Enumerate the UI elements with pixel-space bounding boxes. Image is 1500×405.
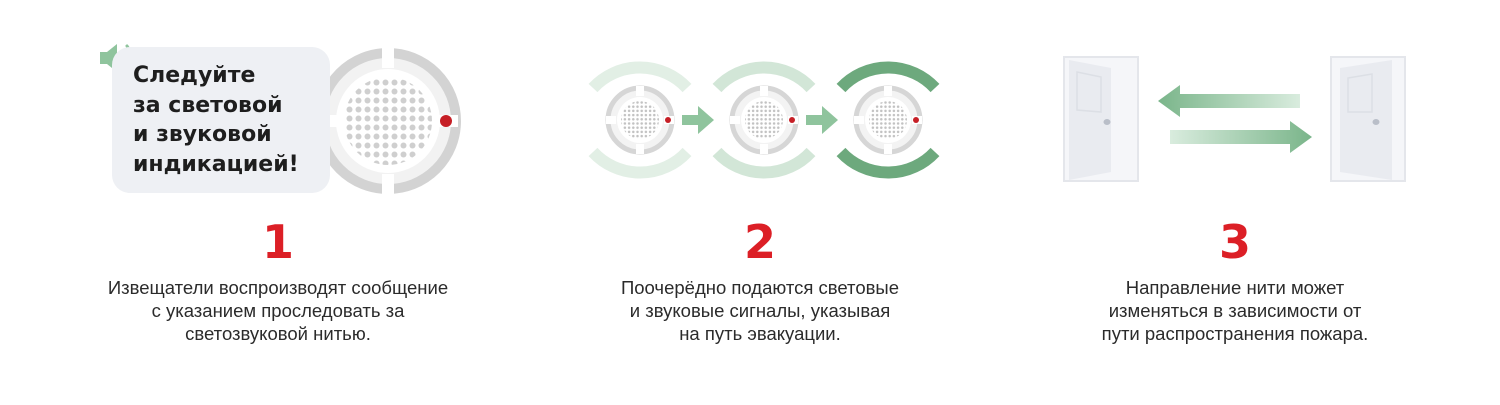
arrow-right-icon <box>806 106 838 134</box>
detector-icon <box>318 46 461 196</box>
detector-icon <box>712 61 816 179</box>
step-number: 1 <box>261 215 294 269</box>
detector-icon <box>588 61 692 179</box>
detector-icon <box>836 61 940 179</box>
step-number: 3 <box>1218 215 1251 269</box>
description-line: Извещатели воспроизводят сообщение <box>107 277 449 298</box>
door-icon <box>1330 56 1406 182</box>
description-line: Направление нити может <box>1125 277 1345 298</box>
speech-bubble <box>112 47 330 193</box>
description-line: пути распространения пожара. <box>1101 323 1369 344</box>
arrow-left-icon <box>1158 85 1300 117</box>
description-line: светозвуковой нитью. <box>185 323 371 344</box>
bubble-text: Следуйте за световой и звуковой индикаци… <box>133 61 333 179</box>
description-line: Поочерёдно подаются световые <box>620 277 900 298</box>
step-description: Извещатели воспроизводят сообщение с ука… <box>68 276 488 345</box>
arrow-right-icon <box>1170 121 1312 153</box>
step-description: Направление нити может изменяться в зави… <box>1025 276 1445 345</box>
bubble-line: индикацией! <box>133 151 299 177</box>
description-line: изменяться в зависимости от <box>1108 300 1362 321</box>
bubble-line: за световой <box>133 92 283 118</box>
step-description: Поочерёдно подаются световые и звуковые … <box>550 276 970 345</box>
description-line: и звуковые сигналы, указывая <box>629 300 891 321</box>
door-icon <box>1063 56 1139 182</box>
description-line: на путь эвакуации. <box>679 323 841 344</box>
step-number: 2 <box>743 215 776 269</box>
arrow-right-icon <box>682 106 714 134</box>
description-line: с указанием проследовать за <box>151 300 405 321</box>
bubble-line: Следуйте <box>133 63 256 88</box>
bubble-line: и звуковой <box>133 122 272 147</box>
